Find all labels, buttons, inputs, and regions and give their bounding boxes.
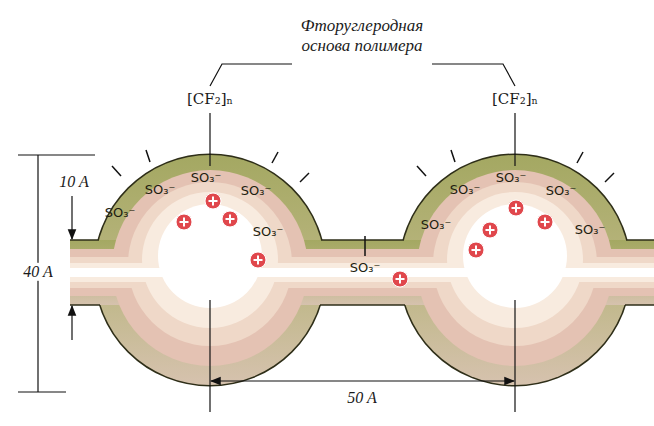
water-core [70, 204, 654, 308]
group-label: SO₃⁻ [421, 218, 452, 233]
group-label: SO₃⁻ [253, 225, 284, 240]
formula-label: [CF₂]ₙ [492, 91, 538, 108]
leader-line [210, 113, 515, 166]
group-label: SO₃⁻ [546, 184, 577, 199]
group-label: SO₃⁻ [496, 171, 527, 186]
backbone-label: Фторуглеродная основа полимера [277, 16, 447, 55]
dimension-line [18, 155, 515, 412]
hydration-layer [70, 192, 654, 328]
group-label: SO₃⁻ [105, 206, 136, 221]
group-label: SO₃⁻ [191, 171, 222, 186]
group-label: SO₃⁻ [350, 261, 381, 276]
cation-symbol [176, 193, 553, 287]
cluster-shell [70, 155, 654, 385]
group-label: SO₃⁻ [145, 183, 176, 198]
side-chain-tick [112, 150, 614, 256]
dimension-label: 50 A [345, 389, 378, 407]
hydration-layer [70, 170, 654, 366]
formula-label: [CF₂]ₙ [187, 91, 233, 108]
hydration-layer [70, 182, 654, 346]
group-label: SO₃⁻ [450, 183, 481, 198]
group-label: SO₃⁻ [241, 184, 272, 199]
bracket [210, 64, 515, 86]
dimension-label: 40 A [21, 263, 54, 281]
dimension-label: 10 A [57, 173, 90, 191]
group-label: SO₃⁻ [575, 223, 606, 238]
